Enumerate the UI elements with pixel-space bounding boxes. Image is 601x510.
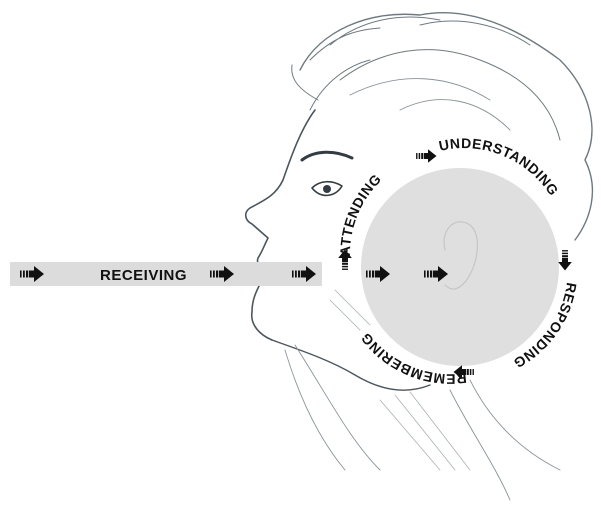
striped-arrow-icon xyxy=(416,149,436,163)
listening-cycle-circle xyxy=(361,168,559,366)
receiving-label: RECEIVING xyxy=(100,267,187,284)
striped-arrow-icon xyxy=(558,250,572,270)
